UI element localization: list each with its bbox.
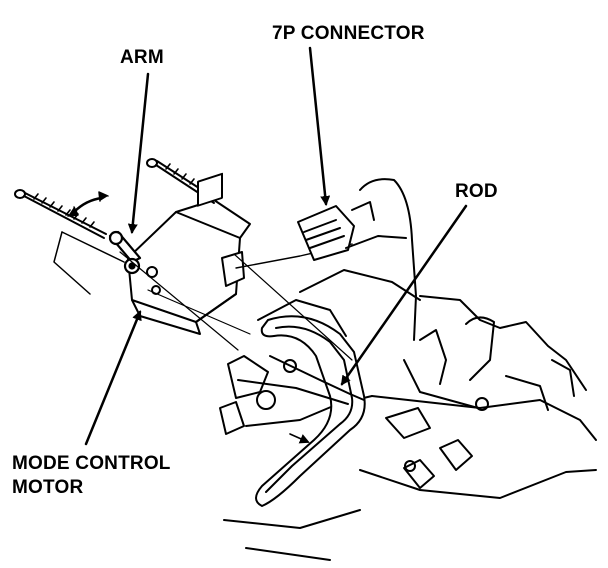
7p-connector-label: 7P CONNECTOR [272,23,425,44]
arm-leader-arrow [127,72,150,234]
arm [108,230,142,275]
callout-leaders [84,46,468,446]
heater-housing [219,178,597,561]
mode-control-motor-label-line2: MOTOR [12,477,84,498]
connector-leader-arrow [308,46,331,206]
rod-label: ROD [455,181,498,202]
mode-control-motor-label-line1: MODE CONTROL [12,453,171,474]
rod-leader-arrow [340,204,468,386]
mode-control-motor-label: MODE CONTROL MOTOR [12,452,171,500]
arm-label: ARM [120,47,164,68]
rod-linkage [237,315,366,507]
alignment-bracket [53,231,125,295]
reference-lines [119,251,353,361]
rotation-arrow-icon [67,191,109,217]
7p-connector [297,201,375,261]
mode-control-motor [127,172,251,335]
motor-leader-arrow [84,310,142,446]
screw-left [14,189,107,239]
